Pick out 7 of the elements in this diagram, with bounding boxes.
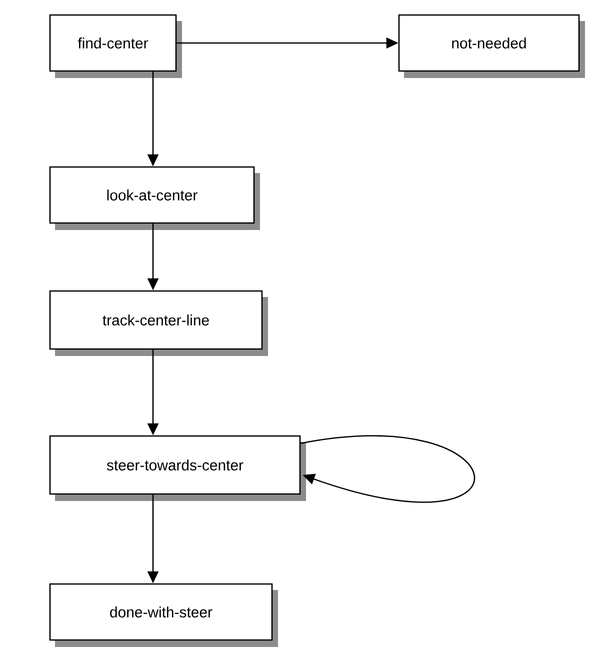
process-box: look-at-center — [49, 166, 260, 230]
process-box: track-center-line — [49, 290, 268, 356]
process-box: steer-towards-center — [49, 435, 306, 501]
process-box: not-needed — [398, 14, 585, 78]
process-box: find-center — [49, 14, 182, 78]
arrow — [300, 436, 475, 502]
process-box: done-with-steer — [49, 583, 278, 647]
